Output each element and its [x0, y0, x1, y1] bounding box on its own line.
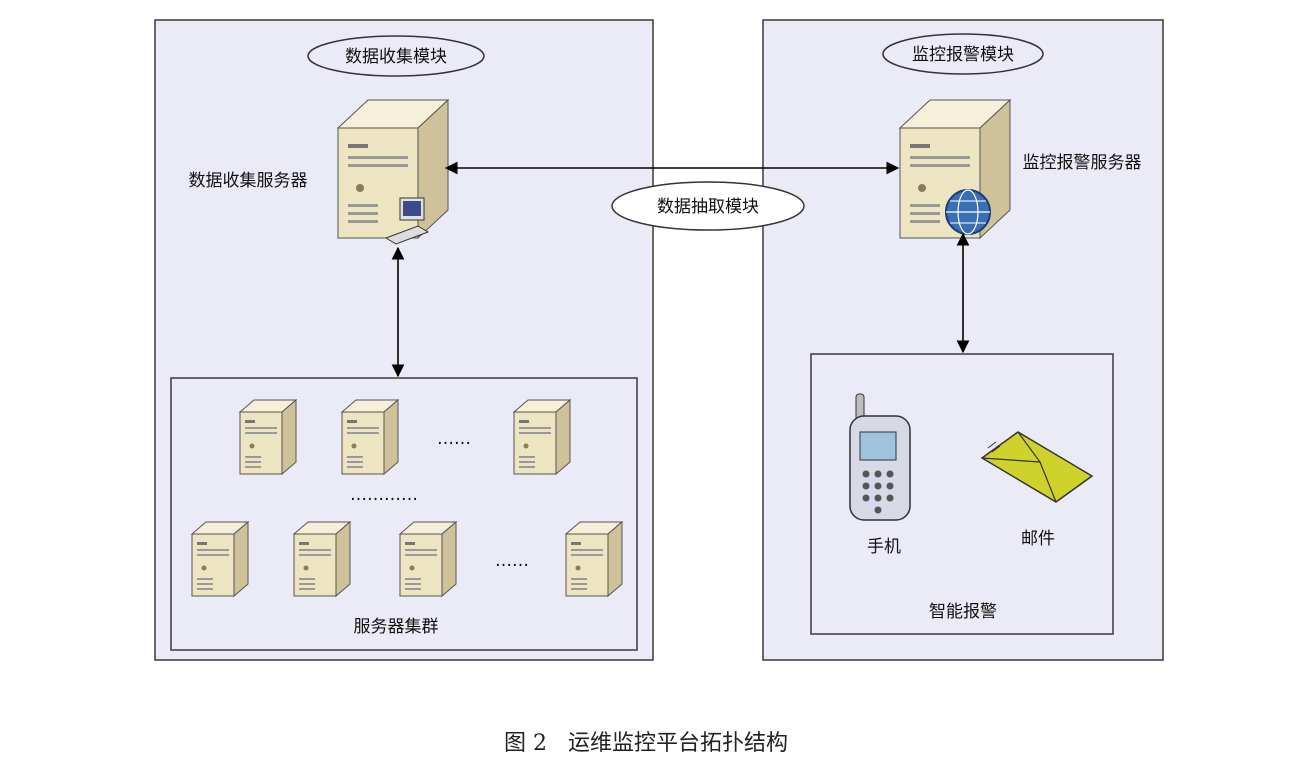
monitoring-server-label: 监控报警服务器 — [1023, 153, 1142, 173]
mobile-phone-icon — [849, 393, 911, 521]
workstation-icon — [384, 197, 430, 245]
server-cluster-label: 服务器集群 — [354, 617, 439, 637]
cluster-server-icon — [565, 521, 623, 597]
cluster-server-icon — [293, 521, 351, 597]
cluster-server-icon — [239, 399, 297, 475]
cluster-server-icon — [399, 521, 457, 597]
mail-envelope-icon — [980, 431, 1094, 503]
data-collection-module-ellipse — [307, 35, 485, 77]
smart-alert-label: 智能报警 — [929, 602, 997, 622]
cluster-server-icon — [341, 399, 399, 475]
globe-icon — [945, 189, 991, 235]
monitoring-module-ellipse — [882, 33, 1044, 75]
data-extraction-module-label: 数据抽取模块 — [657, 197, 759, 217]
phone-label: 手机 — [867, 537, 901, 557]
cluster-ellipsis-row2: …… — [495, 551, 529, 571]
data-collection-server-icon — [337, 99, 449, 239]
figure-caption: 图 2 运维监控平台拓扑结构 — [504, 731, 788, 756]
cluster-server-icon — [513, 399, 571, 475]
data-collection-module-label: 数据收集模块 — [345, 47, 447, 67]
monitoring-module-label: 监控报警模块 — [912, 45, 1014, 65]
data-extraction-module-ellipse — [611, 181, 805, 231]
cluster-server-icon — [191, 521, 249, 597]
cluster-ellipsis-row1: …… — [437, 429, 471, 449]
data-collection-server-label: 数据收集服务器 — [189, 171, 308, 191]
cluster-ellipsis-middle: ………… — [350, 485, 418, 505]
mail-label: 邮件 — [1021, 529, 1055, 549]
